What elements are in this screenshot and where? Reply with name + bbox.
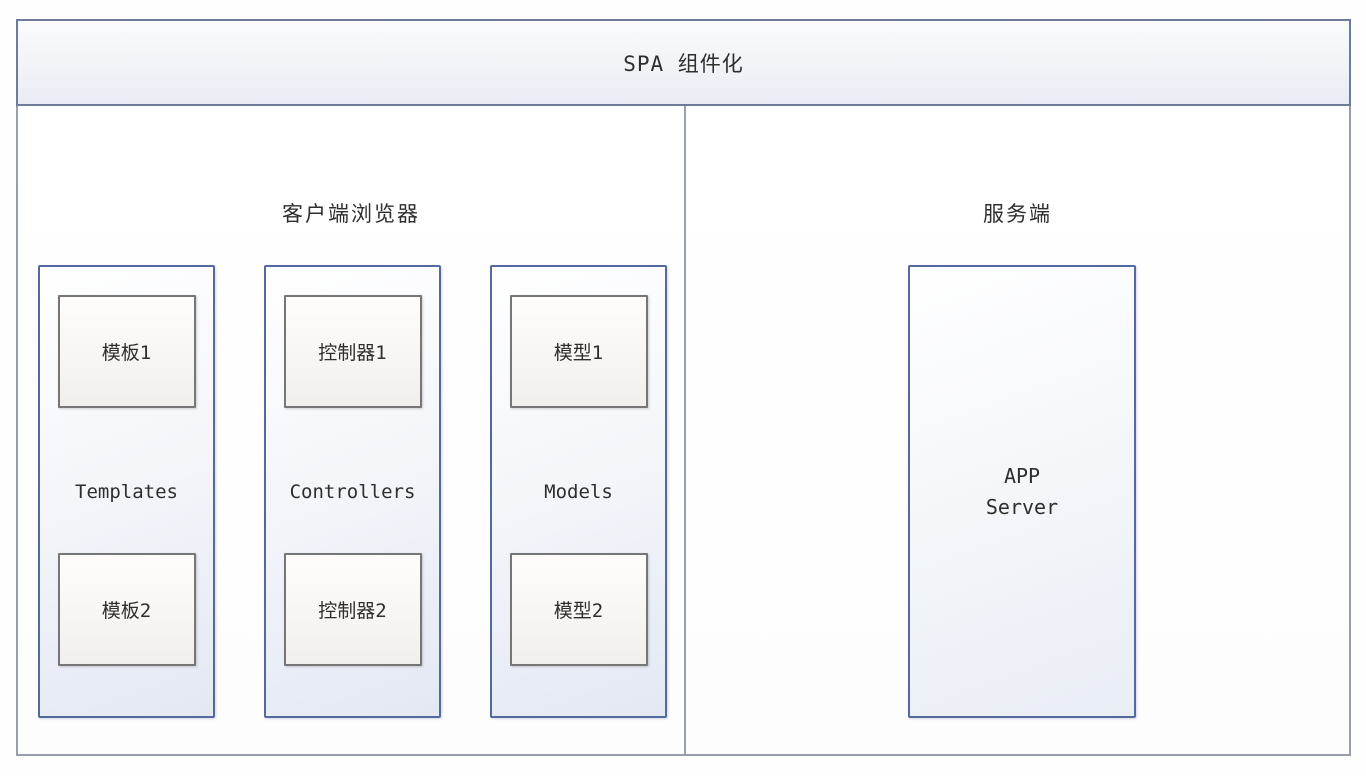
controllers-column: 控制器1 Controllers 控制器2 — [264, 265, 441, 718]
templates-column: 模板1 Templates 模板2 — [38, 265, 215, 718]
section-divider — [684, 106, 686, 754]
server-section: 服务端 APP Server — [686, 106, 1349, 754]
templates-column-label: Templates — [75, 481, 178, 503]
controller-1-box: 控制器1 — [283, 295, 422, 408]
template-2-box: 模板2 — [57, 553, 196, 666]
server-section-label: 服务端 — [983, 202, 1052, 226]
model-1-box: 模型1 — [509, 295, 648, 408]
template-1-label: 模板1 — [101, 342, 152, 364]
diagram-title: SPA 组件化 — [623, 51, 744, 76]
app-server-line-1: APP — [1003, 463, 1041, 488]
diagram-body: 客户端浏览器 模板1 Templates 模板2 控制器1 Controller… — [18, 106, 1349, 754]
model-2-box: 模型2 — [509, 553, 648, 666]
diagram-title-bar: SPA 组件化 — [16, 19, 1351, 106]
app-server-box: APP Server — [908, 265, 1136, 718]
model-1-label: 模型1 — [553, 342, 604, 364]
client-browser-section: 客户端浏览器 模板1 Templates 模板2 控制器1 Controller… — [18, 106, 684, 754]
app-server-line-2: Server — [985, 494, 1059, 519]
template-1-box: 模板1 — [57, 295, 196, 408]
controller-2-label: 控制器2 — [318, 600, 387, 622]
models-column-label: Models — [544, 481, 613, 503]
controller-1-label: 控制器1 — [318, 342, 387, 364]
models-column: 模型1 Models 模型2 — [490, 265, 667, 718]
spa-diagram-frame: SPA 组件化 客户端浏览器 模板1 Templates 模板2 控制器1 Co… — [16, 19, 1351, 756]
controllers-column-label: Controllers — [289, 481, 416, 503]
model-2-label: 模型2 — [553, 600, 604, 622]
controller-2-box: 控制器2 — [283, 553, 422, 666]
template-2-label: 模板2 — [101, 600, 152, 622]
client-section-label: 客户端浏览器 — [282, 202, 420, 226]
